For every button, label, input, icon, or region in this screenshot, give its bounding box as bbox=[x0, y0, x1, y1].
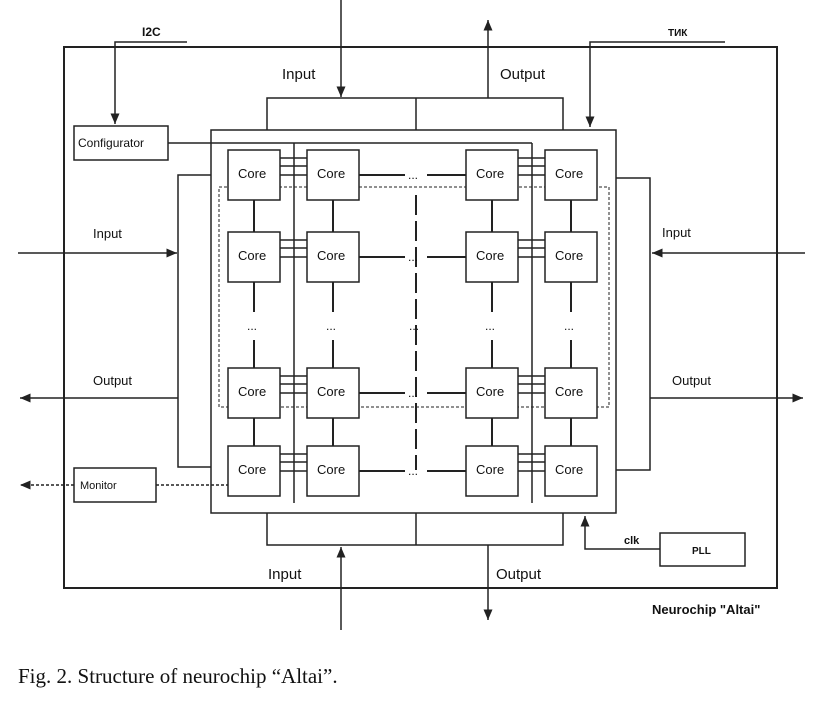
core-link bbox=[518, 157, 545, 176]
top-bus bbox=[266, 97, 564, 130]
core-link bbox=[518, 239, 545, 258]
left-input-label: Input bbox=[93, 226, 122, 241]
core-box bbox=[544, 445, 598, 497]
core-box bbox=[306, 445, 360, 497]
core-box bbox=[465, 149, 519, 201]
right-bus bbox=[616, 177, 651, 471]
figure-caption: Fig. 2. Structure of neurochip “Altai”. bbox=[18, 664, 338, 688]
core-box bbox=[544, 367, 598, 419]
ellipsis: ... bbox=[408, 464, 418, 478]
tik-line bbox=[585, 41, 725, 127]
core-label: Core bbox=[238, 384, 266, 399]
core-link bbox=[518, 453, 545, 472]
core-box bbox=[465, 367, 519, 419]
core-link bbox=[280, 157, 307, 176]
vertical-rails bbox=[293, 143, 533, 503]
core-box bbox=[306, 149, 360, 201]
tik-label: ТИК bbox=[668, 28, 688, 39]
bottom-input-label: Input bbox=[268, 566, 302, 583]
core-box bbox=[227, 231, 281, 283]
chip-name-label: Neurochip "Altai" bbox=[652, 602, 760, 617]
core-label: Core bbox=[238, 248, 266, 263]
core-label: Core bbox=[555, 166, 583, 181]
pll-label: PLL bbox=[692, 546, 711, 557]
core-array-box bbox=[210, 129, 617, 514]
core-link bbox=[280, 239, 307, 258]
core-box bbox=[227, 149, 281, 201]
core-link bbox=[518, 375, 545, 394]
left-output-label: Output bbox=[93, 373, 132, 388]
core-box bbox=[306, 231, 360, 283]
core-link bbox=[280, 453, 307, 472]
core-box bbox=[465, 445, 519, 497]
core-box bbox=[544, 149, 598, 201]
right-output-label: Output bbox=[672, 373, 711, 388]
left-bus bbox=[177, 174, 211, 468]
top-input-label: Input bbox=[282, 66, 316, 83]
monitor-label: Monitor bbox=[80, 480, 117, 492]
core-link bbox=[280, 375, 307, 394]
core-label: Core bbox=[238, 166, 266, 181]
core-label: Core bbox=[555, 462, 583, 477]
core-label: Core bbox=[317, 248, 345, 263]
core-label: Core bbox=[476, 166, 504, 181]
top-output-label: Output bbox=[500, 66, 546, 83]
clk-label: clk bbox=[624, 535, 640, 547]
core-label: Core bbox=[317, 462, 345, 477]
right-input-label: Input bbox=[662, 225, 691, 240]
ellipsis: ... bbox=[409, 319, 419, 333]
i2c-label: I2C bbox=[142, 25, 161, 39]
core-label: Core bbox=[476, 462, 504, 477]
chip-outline bbox=[63, 46, 778, 589]
core-label: Core bbox=[555, 248, 583, 263]
neurochip-diagram: I2C ТИК Configurator Input Output Input … bbox=[18, 0, 805, 630]
ellipsis: ... bbox=[485, 319, 495, 333]
ellipsis: ... bbox=[564, 319, 574, 333]
ellipsis: ... bbox=[408, 386, 418, 400]
ellipsis: ... bbox=[408, 250, 418, 264]
core-label: Core bbox=[317, 166, 345, 181]
core-label: Core bbox=[476, 384, 504, 399]
core-label: Core bbox=[555, 384, 583, 399]
core-box bbox=[465, 231, 519, 283]
core-box bbox=[306, 367, 360, 419]
i2c-line bbox=[110, 41, 187, 124]
core-label: Core bbox=[317, 384, 345, 399]
bottom-output-label: Output bbox=[496, 566, 542, 583]
core-box bbox=[227, 445, 281, 497]
core-label: Core bbox=[238, 462, 266, 477]
configurator-label: Configurator bbox=[78, 136, 144, 150]
core-box bbox=[227, 367, 281, 419]
ellipsis: ... bbox=[247, 319, 257, 333]
dashed-loop bbox=[218, 186, 610, 408]
ellipsis: ... bbox=[326, 319, 336, 333]
bottom-bus bbox=[266, 513, 564, 546]
ellipsis: ... bbox=[408, 168, 418, 182]
core-box bbox=[544, 231, 598, 283]
clk-line bbox=[580, 516, 660, 550]
core-label: Core bbox=[476, 248, 504, 263]
